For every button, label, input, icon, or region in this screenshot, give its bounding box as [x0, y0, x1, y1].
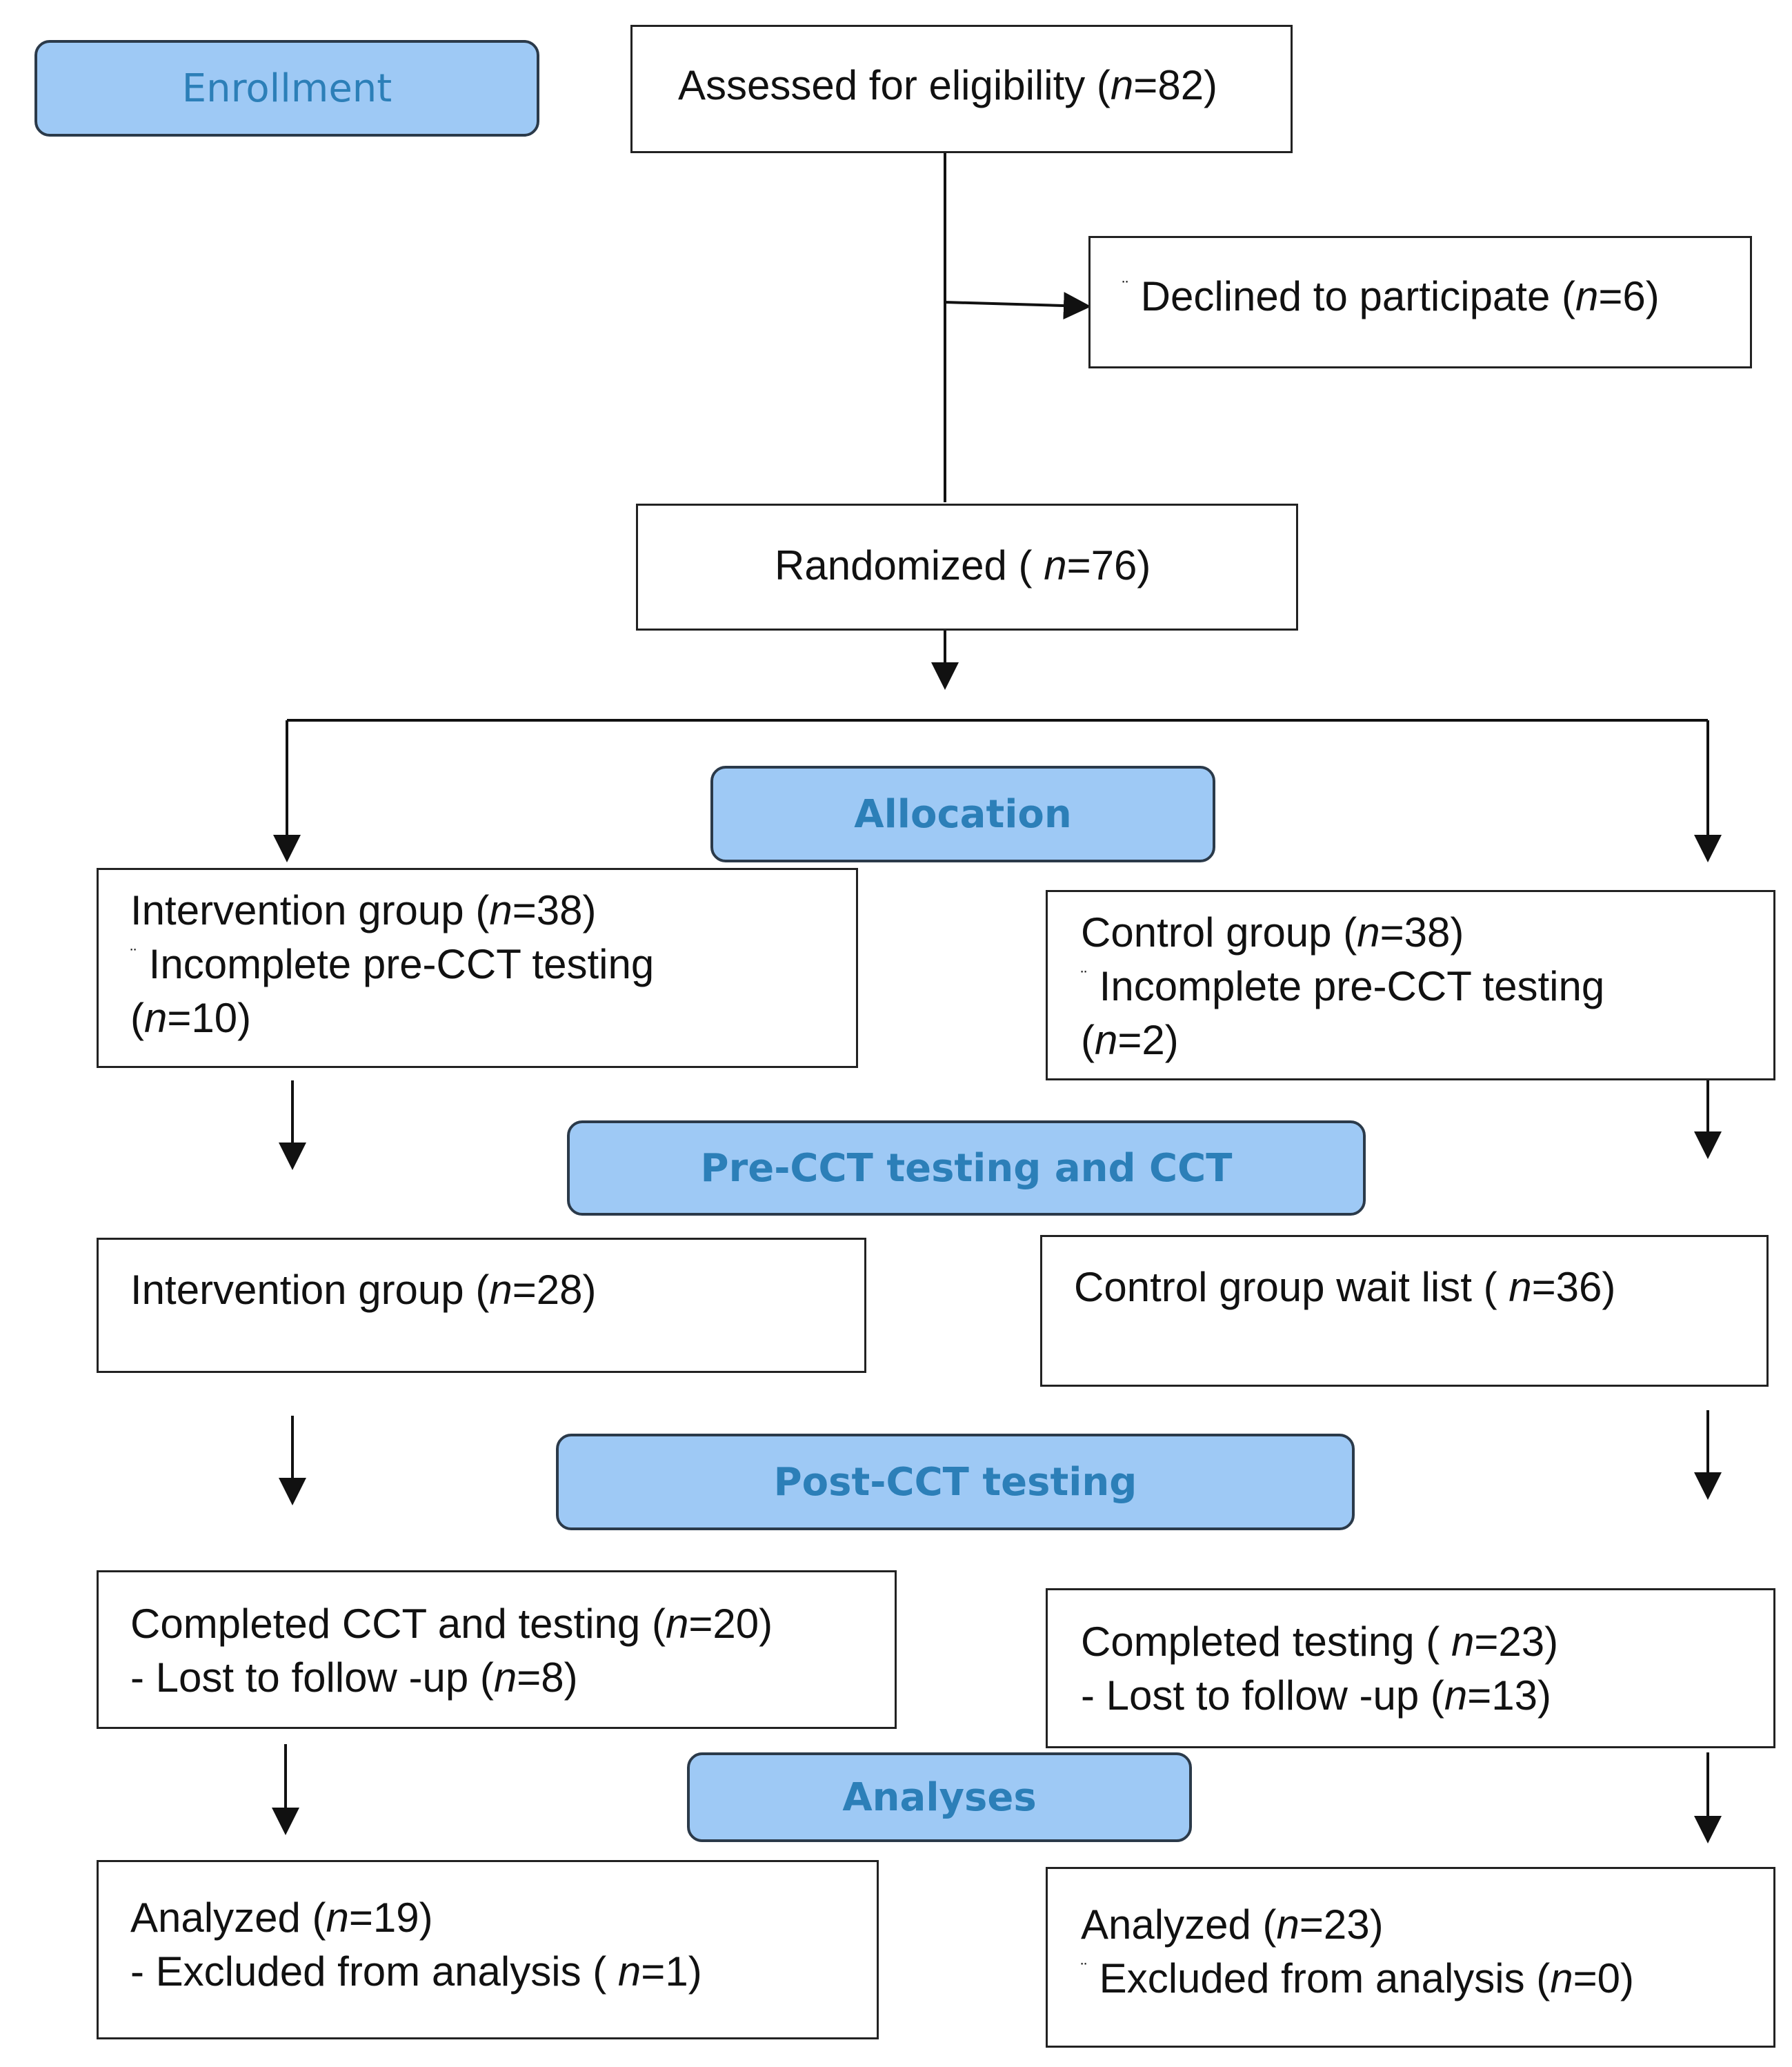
intervention-allocation-line-1: Intervention group (n=38): [130, 887, 597, 933]
intervention-allocation-line-2: ¨Incomplete pre-CCT testing: [130, 938, 856, 991]
control-allocation-line-1: Control group (n=38): [1081, 909, 1464, 956]
control-allocation-box: Control group (n=38) ¨Incomplete pre-CCT…: [1046, 890, 1775, 1080]
stage-post-cct: Post-CCT testing: [556, 1434, 1355, 1530]
control-analysis-line-1: Analyzed (n=23): [1081, 1901, 1384, 1948]
intervention-pre-box: Intervention group (n=28): [97, 1238, 866, 1373]
intervention-analysis-box: Analyzed (n=19) - Excluded from analysis…: [97, 1860, 879, 2039]
bullet-icon: ¨: [130, 945, 137, 965]
stage-analyses-label: Analyses: [842, 1774, 1037, 1820]
control-pre-box: Control group wait list ( n=36): [1040, 1235, 1769, 1387]
control-allocation-line-2: ¨Incomplete pre-CCT testing: [1081, 960, 1773, 1013]
declined-arrow: [944, 292, 1091, 320]
declined-box: ¨Declined to participate (n=6): [1088, 236, 1752, 368]
control-allocation-line-3: (n=2): [1081, 1017, 1179, 1063]
randomized-text: Randomized ( n=76): [775, 542, 1151, 589]
stage-analyses: Analyses: [687, 1752, 1192, 1842]
stage-allocation: Allocation: [710, 766, 1215, 862]
control-post-box: Completed testing ( n=23) - Lost to foll…: [1046, 1588, 1775, 1748]
intervention-post-line-2: - Lost to follow -up (n=8): [130, 1654, 578, 1701]
intervention-allocation-box: Intervention group (n=38) ¨Incomplete pr…: [97, 868, 858, 1068]
control-analysis-box: Analyzed (n=23) ¨Excluded from analysis …: [1046, 1867, 1775, 2048]
bullet-icon: ¨: [1122, 277, 1128, 297]
control-post-line-1: Completed testing ( n=23): [1081, 1619, 1559, 1665]
intervention-post-box: Completed CCT and testing (n=20) - Lost …: [97, 1570, 897, 1729]
stage-post-cct-label: Post-CCT testing: [773, 1459, 1137, 1505]
control-analysis-line-2: ¨Excluded from analysis (n=0): [1081, 1952, 1773, 2006]
bullet-icon: ¨: [1081, 1959, 1087, 1979]
declined-text: ¨Declined to participate (n=6): [1122, 270, 1750, 324]
bullet-icon: ¨: [1081, 967, 1087, 987]
stage-pre-cct: Pre-CCT testing and CCT: [567, 1120, 1366, 1216]
intervention-analysis-line-2: - Excluded from analysis ( n=1): [130, 1948, 702, 1995]
stage-enrollment: Enrollment: [34, 40, 539, 137]
intervention-post-line-1: Completed CCT and testing (n=20): [130, 1601, 773, 1647]
assessed-text: Assessed for eligibility (n=82): [678, 62, 1218, 108]
control-post-line-2: - Lost to follow -up (n=13): [1081, 1672, 1552, 1719]
randomized-box: Randomized ( n=76): [636, 504, 1298, 631]
assessed-box: Assessed for eligibility (n=82): [630, 25, 1293, 153]
stage-enrollment-label: Enrollment: [181, 66, 392, 111]
stage-pre-cct-label: Pre-CCT testing and CCT: [700, 1145, 1233, 1191]
control-pre-text: Control group wait list ( n=36): [1074, 1264, 1616, 1310]
intervention-pre-text: Intervention group (n=28): [130, 1267, 597, 1313]
stage-allocation-label: Allocation: [854, 791, 1072, 837]
intervention-analysis-line-1: Analyzed (n=19): [130, 1895, 433, 1941]
intervention-allocation-line-3: (n=10): [130, 995, 252, 1041]
